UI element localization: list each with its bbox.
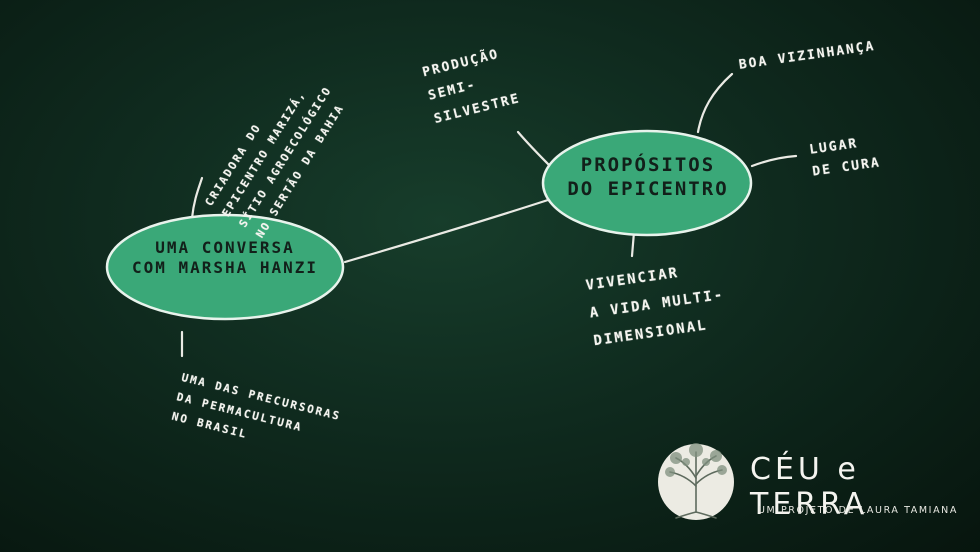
connector-vivenciar (630, 230, 636, 258)
connector-producao (516, 130, 554, 170)
tree-circle-icon (658, 443, 734, 520)
brand-title: CÉU e TERRA (750, 452, 869, 522)
connector-lugar (750, 154, 798, 168)
node-conversa-shape (105, 213, 345, 321)
node-propositos-label: PROPÓSITOS DO EPICENTRO (567, 154, 729, 200)
node-conversa-label: UMA CONVERSA COM MARSHA HANZI (131, 238, 319, 277)
node-propositos-shape (541, 129, 753, 237)
brand-subtitle: UM PROJETO DE LAURA TAMIANA (758, 505, 958, 516)
connector-criadora (190, 176, 204, 220)
connector-main (343, 198, 550, 264)
connector-vizinhanca (696, 72, 734, 134)
